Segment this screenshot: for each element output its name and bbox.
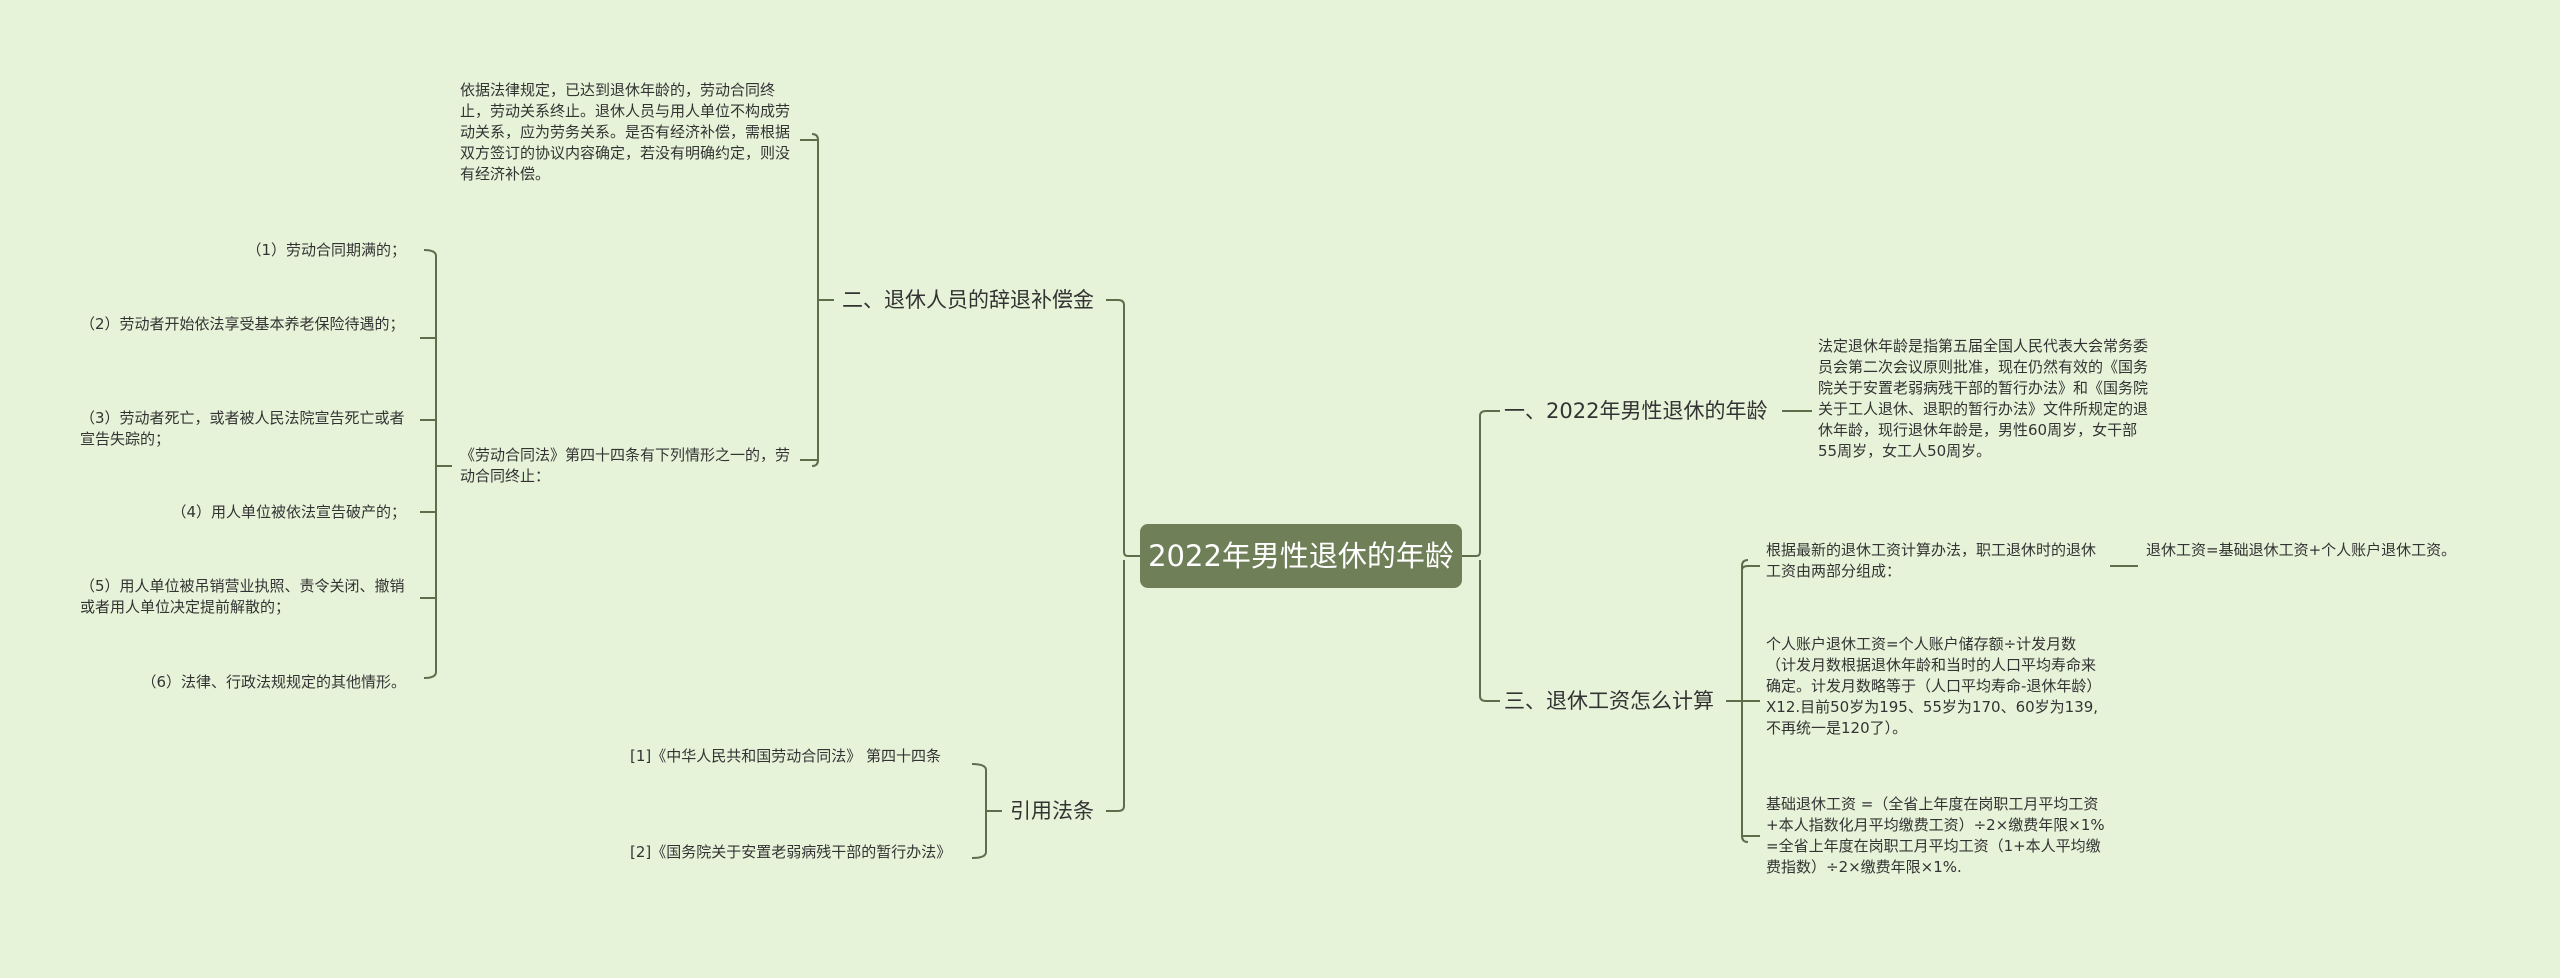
reference-item: [1]《中华人民共和国劳动合同法》 第四十四条 [630,747,942,765]
basic-pension: 基础退休工资 =（全省上年度在岗职工月平均工资+本人指数化月平均缴费工资）÷2×… [1766,795,2110,876]
branch-retirement-age-text: 法定退休年龄是指第五届全国人民代表大会常务委员会第二次会议原则批准，现在仍然有效… [1818,337,2149,460]
pension-composition: 根据最新的退休工资计算办法，职工退休时的退休工资由两部分组成： [1766,541,2097,580]
severance-contract-law: 《劳动合同法》第四十四条有下列情形之一的，劳动合同终止： [460,446,791,485]
termination-item: （1）劳动合同期满的； [246,241,406,259]
termination-item: （3）劳动者死亡，或者被人民法院宣告死亡或者宣告失踪的； [80,409,405,448]
termination-item: （4）用人单位被依法宣告破产的； [171,503,406,521]
personal-account-pension: 个人账户退休工资=个人账户储存额÷计发月数（计发月数根据退休年龄和当时的人口平均… [1766,635,2102,737]
termination-item: （6）法律、行政法规规定的其他情形。 [141,673,406,691]
branch-retirement-age[interactable]: 一、2022年男性退休的年龄 [1504,399,1768,423]
termination-item: （2）劳动者开始依法享受基本养老保险待遇的； [80,315,405,333]
pension-formula: 退休工资=基础退休工资+个人账户退休工资。 [2146,541,2457,559]
termination-item: （5）用人单位被吊销营业执照、责令关闭、撤销或者用人单位决定提前解散的； [80,577,405,616]
branch-references[interactable]: 引用法条 [1010,799,1094,823]
root-node[interactable]: 2022年男性退休的年龄 [1140,524,1462,588]
reference-item: [2]《国务院关于安置老弱病残干部的暂行办法》 [630,843,952,861]
branch-severance[interactable]: 二、退休人员的辞退补偿金 [842,288,1094,312]
branch-pension-calc[interactable]: 三、退休工资怎么计算 [1504,689,1714,713]
severance-legal-basis: 依据法律规定，已达到退休年龄的，劳动合同终止，劳动关系终止。退休人员与用人单位不… [460,81,791,183]
